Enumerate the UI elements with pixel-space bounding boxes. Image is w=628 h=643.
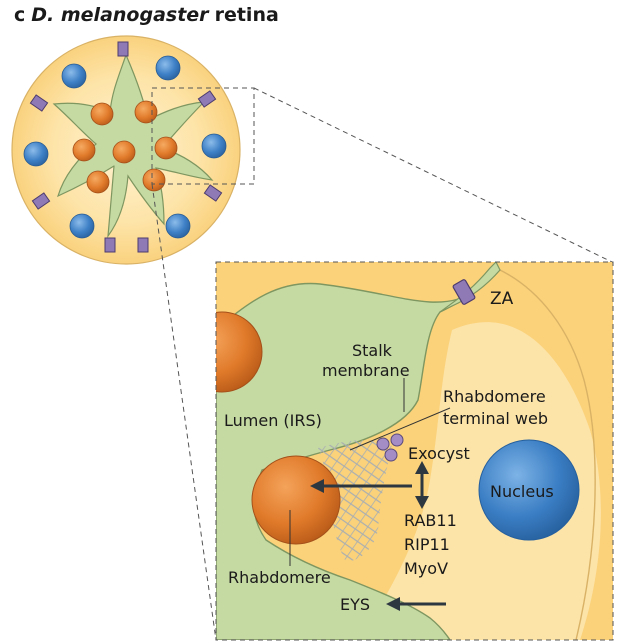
overview-junction xyxy=(197,90,217,108)
transport-arrow-head xyxy=(310,479,324,493)
overview-nucleus xyxy=(61,63,87,89)
label-stalk-2: membrane xyxy=(322,361,410,380)
nucleus xyxy=(478,439,580,541)
overview-rhabdomere xyxy=(90,102,114,126)
exocyst-vesicle xyxy=(384,448,398,462)
label-nucleus: Nucleus xyxy=(490,482,554,501)
rhabdomere xyxy=(251,455,341,545)
updown-arrow-head-up xyxy=(415,461,429,474)
label-rhabdomere: Rhabdomere xyxy=(228,568,331,587)
overview-rhabdomere xyxy=(154,136,178,160)
ommatidium-overview xyxy=(11,35,255,265)
overview-nucleus xyxy=(23,141,49,167)
rhabdomere-terminal-web xyxy=(318,440,392,562)
overview-nucleus xyxy=(69,213,95,239)
zoomed-view xyxy=(216,262,613,640)
label-rab11: RAB11 xyxy=(404,511,457,530)
label-myov: MyoV xyxy=(404,559,448,578)
overview-junction xyxy=(137,237,149,253)
updown-arrow-head-down xyxy=(415,496,429,509)
label-exocyst: Exocyst xyxy=(408,444,470,463)
label-za: ZA xyxy=(490,289,514,309)
za-junction xyxy=(452,279,476,305)
zoom-frame xyxy=(215,261,614,641)
cell-boundary xyxy=(499,269,596,640)
species-name: D. melanogaster xyxy=(31,4,209,26)
neighbor-rhabdomere xyxy=(216,311,263,393)
exocyst-vesicle xyxy=(376,437,390,451)
overview-rhabdomere xyxy=(72,138,96,162)
label-web-1: Rhabdomere xyxy=(443,387,546,406)
eys-arrow-head xyxy=(386,597,400,611)
label-lumen: Lumen (IRS) xyxy=(224,411,322,430)
lumen-irs xyxy=(216,282,477,640)
overview-junction xyxy=(203,184,223,202)
overview-junction xyxy=(31,192,51,210)
overview-junction xyxy=(29,94,49,112)
label-stalk-1: Stalk xyxy=(352,341,393,360)
zoom-connector-top xyxy=(253,87,613,263)
overview-nucleus xyxy=(165,213,191,239)
label-web-2: terminal web xyxy=(443,409,548,428)
overview-rhabdomere xyxy=(86,170,110,194)
tissue-name: retina xyxy=(214,4,279,26)
zoom-connector-bottom xyxy=(151,183,217,641)
overview-nucleus xyxy=(155,55,181,81)
overview-rhabdomere xyxy=(142,168,166,192)
overview-rhabdomere xyxy=(134,100,158,124)
label-eys: EYS xyxy=(340,595,370,614)
web-leader-line xyxy=(349,407,451,451)
label-rip11: RIP11 xyxy=(404,535,450,554)
overview-junction xyxy=(104,237,116,253)
panel-letter: c xyxy=(14,4,26,26)
overview-rhabdomere xyxy=(112,140,136,164)
overview-junction xyxy=(117,41,129,57)
overview-nucleus xyxy=(201,133,227,159)
exocyst-vesicle xyxy=(390,433,404,447)
